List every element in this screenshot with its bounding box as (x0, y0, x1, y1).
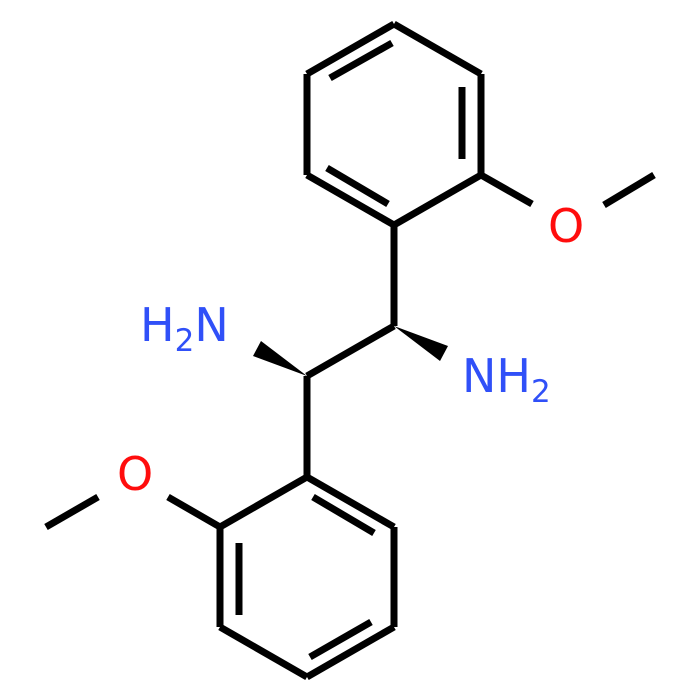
bond-bottom-ring-inner-1 (311, 493, 376, 537)
top-ring (303, 20, 485, 229)
bond-bottom-ring-6 (218, 473, 309, 531)
bond-bottom-ring-4 (218, 623, 309, 681)
wedge-bond-left-amine (253, 341, 307, 376)
bond-top-ring-inner-1 (328, 39, 394, 82)
bond-bottom-ring-to-oxygen (166, 493, 222, 531)
bond-top-ring-inner-3 (325, 164, 390, 208)
amine-labels: H2N NH2 (140, 298, 551, 410)
bottom-ring (216, 473, 398, 681)
bond-top-oxygen-to-methyl (602, 171, 656, 209)
amine-left-label: H2N (140, 298, 229, 359)
bond-top-ring-5 (305, 171, 396, 229)
amine-right-label: NH2 (462, 349, 551, 410)
bond-top-ring-4 (392, 171, 483, 229)
bond-chiral-right-to-chiral-left (305, 322, 396, 380)
bond-top-ring-2 (392, 20, 483, 78)
ethylenediamine-core (253, 225, 448, 477)
bottom-methoxy: O (44, 447, 222, 531)
oxygen-top-label: O (548, 199, 584, 253)
bond-bottom-oxygen-to-methyl (44, 493, 100, 531)
bond-bottom-ring-inner-2 (308, 618, 373, 661)
bond-top-ring-to-oxygen (479, 171, 534, 208)
wedge-bond-right-amine (394, 326, 448, 361)
top-methoxy: O (479, 171, 656, 253)
bond-top-ring-1 (305, 20, 396, 78)
oxygen-bottom-label: O (117, 447, 153, 501)
bond-bottom-ring-1 (305, 473, 396, 531)
bond-bottom-ring-3 (305, 623, 396, 681)
